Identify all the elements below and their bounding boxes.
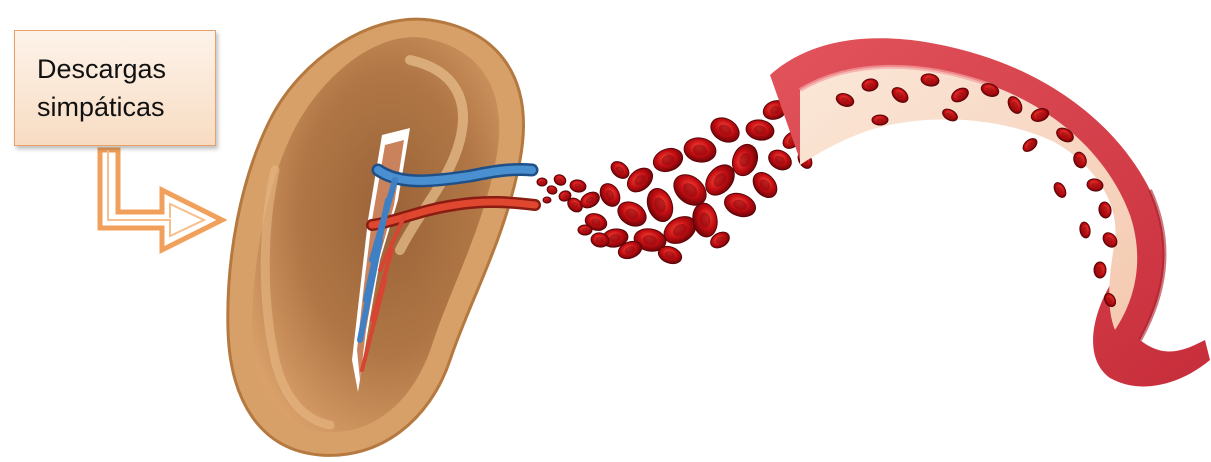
- red-blood-cell: [1098, 201, 1113, 219]
- red-blood-cells-icon: [537, 93, 827, 267]
- red-blood-cell: [543, 197, 551, 203]
- red-blood-cell: [643, 185, 677, 225]
- red-blood-cell: [1021, 136, 1040, 154]
- blood-vessel-icon: [770, 38, 1210, 386]
- red-blood-cell: [744, 118, 775, 143]
- sympathetic-discharge-label: Descargas simpáticas: [14, 30, 216, 146]
- red-blood-cell: [546, 185, 558, 196]
- red-blood-cell: [707, 113, 744, 147]
- red-blood-cell: [682, 135, 718, 164]
- label-line-2: simpáticas: [37, 88, 215, 126]
- red-blood-cell: [765, 146, 795, 174]
- hollow-arrow-icon: [100, 150, 222, 250]
- red-blood-cell: [1094, 262, 1106, 278]
- red-blood-cell: [748, 168, 781, 202]
- red-blood-cell: [1079, 221, 1092, 238]
- red-blood-cell: [1052, 181, 1069, 200]
- label-line-1: Descargas: [37, 50, 215, 88]
- red-blood-cell: [537, 178, 547, 186]
- red-blood-cell: [578, 225, 592, 235]
- red-blood-cell: [569, 179, 587, 194]
- red-blood-cell: [721, 189, 759, 221]
- red-blood-cell: [872, 115, 888, 125]
- red-blood-cell: [552, 173, 567, 188]
- red-blood-cell: [690, 201, 720, 239]
- red-blood-cell: [650, 145, 686, 176]
